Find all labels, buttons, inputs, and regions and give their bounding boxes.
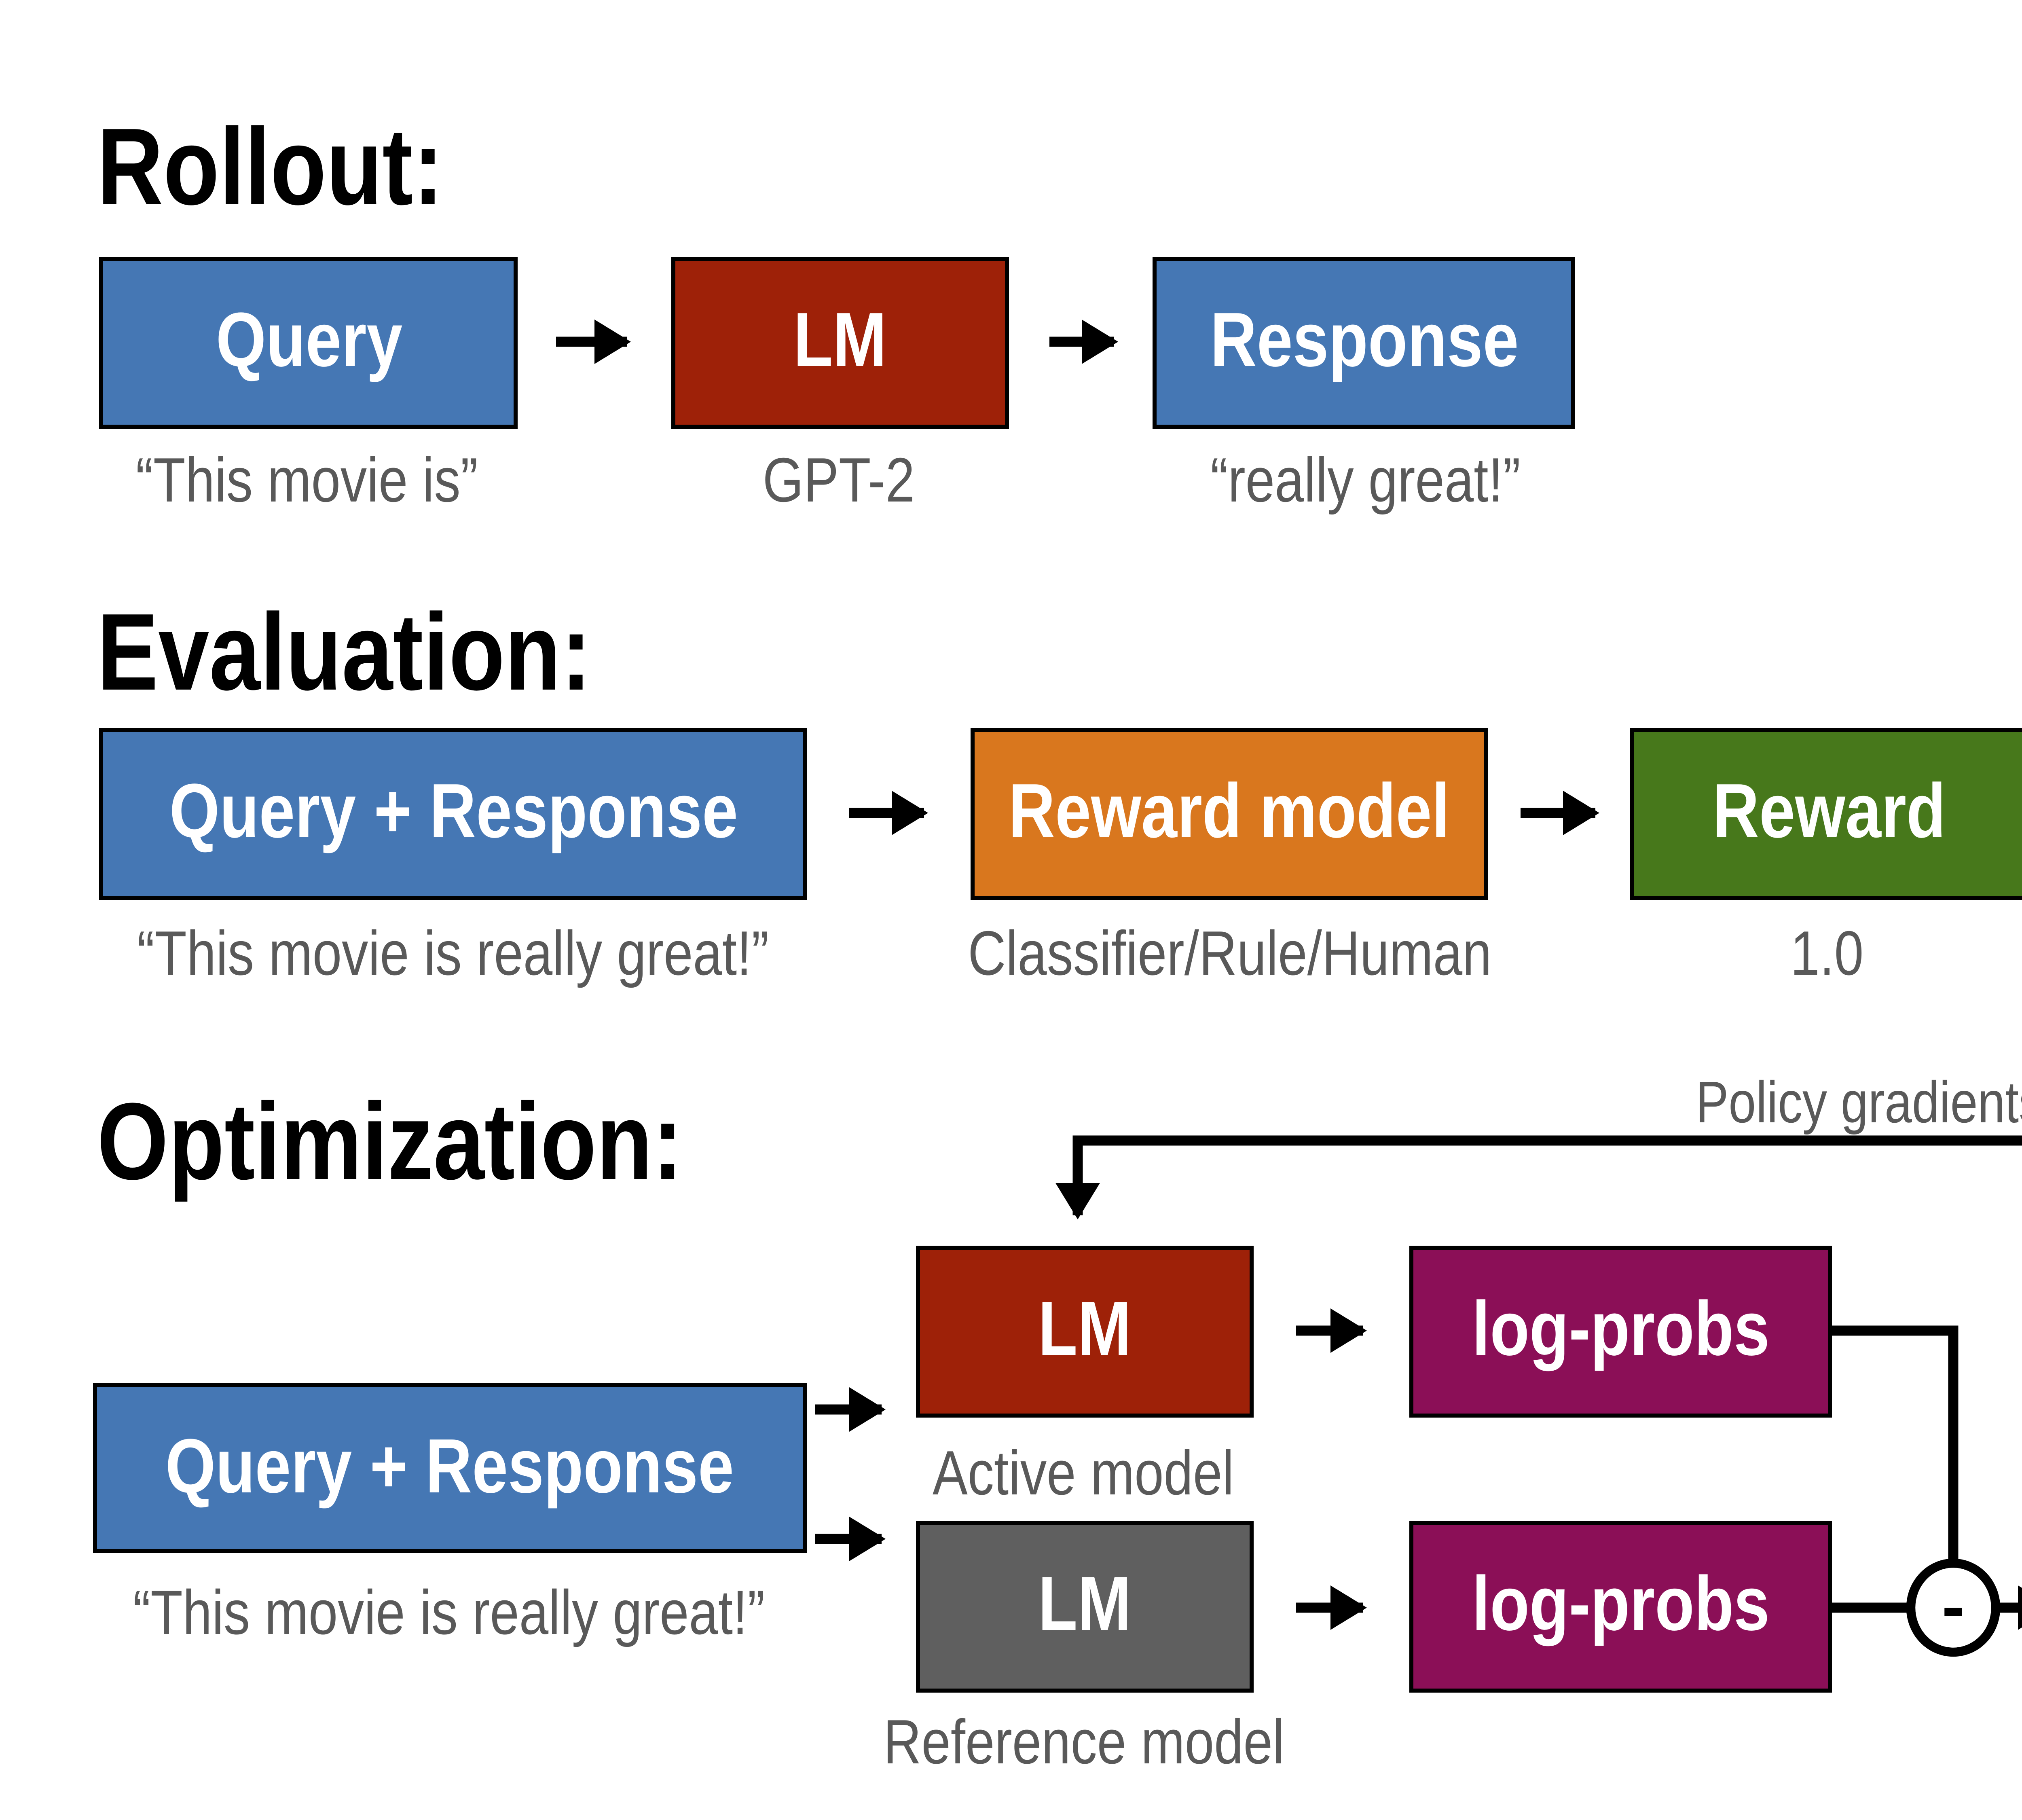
box-lm-active: LM [916, 1246, 1254, 1418]
feedback-label-text: Policy gradients optimize model [1696, 1072, 2022, 1136]
feedback-label: Policy gradients optimize model [1696, 1072, 2022, 1139]
box-logprobs-reference: log-probs [1409, 1521, 1832, 1693]
line-active-logprobs-to-minus [1832, 1325, 1959, 1561]
caption-query: “This movie is” [4, 445, 611, 516]
caption-reward-model: Classifier/Rule/Human [886, 918, 1573, 989]
section-title-rollout-text: Rollout: [97, 107, 444, 229]
caption-response-text: “really great!” [1210, 445, 1520, 516]
section-title-rollout: Rollout: [97, 113, 510, 222]
box-reward-eval-label: Reward [1712, 770, 1946, 855]
box-logprobs-reference-label: log-probs [1472, 1563, 1770, 1648]
box-query-response-opt-label: Query + Response [165, 1424, 734, 1510]
caption-query-response-opt: “This movie is really great!” [105, 1577, 793, 1648]
caption-lm-reference: Reference model [740, 1707, 1428, 1778]
section-title-evaluation: Evaluation: [97, 599, 685, 708]
arrow-feedback-ppo-to-active-lm [1055, 1135, 2022, 1219]
box-reward-model-label: Reward model [1009, 770, 1450, 855]
caption-lm-active-text: Active model [933, 1438, 1235, 1509]
minus-icon: - [1911, 1565, 1996, 1650]
box-logprobs-active-label: log-probs [1472, 1288, 1770, 1373]
box-lm-gpt2-label: LM [793, 299, 887, 384]
caption-lm-active: Active model [740, 1438, 1428, 1509]
box-reward-eval: Reward [1630, 728, 2022, 900]
box-query-response-eval: Query + Response [99, 728, 807, 900]
minus-icon-glyph: - [1942, 1569, 1965, 1646]
caption-reward-eval-text: 1.0 [1791, 918, 1865, 989]
caption-lm-gpt2: GPT-2 [536, 445, 1142, 516]
box-lm-reference: LM [916, 1521, 1254, 1693]
box-response-label: Response [1210, 299, 1518, 384]
caption-lm-reference-text: Reference model [883, 1707, 1284, 1778]
box-logprobs-active: log-probs [1409, 1246, 1832, 1418]
caption-response: “really great!” [1062, 445, 1668, 516]
section-title-optimization: Optimization: [97, 1088, 795, 1197]
box-lm-active-label: LM [1038, 1288, 1132, 1373]
caption-reward-model-text: Classifier/Rule/Human [967, 918, 1491, 989]
caption-lm-gpt2-text: GPT-2 [763, 445, 916, 516]
box-query-label: Query [215, 299, 402, 384]
caption-query-text: “This movie is” [136, 445, 479, 516]
box-lm-reference-label: LM [1038, 1563, 1132, 1648]
box-query: Query [99, 257, 518, 429]
box-query-response-opt: Query + Response [93, 1383, 807, 1553]
minus-junction-circle [1906, 1558, 2001, 1657]
caption-query-response-opt-text: “This movie is really great!” [133, 1577, 765, 1648]
caption-reward-eval: 1.0 [1484, 918, 2022, 989]
caption-query-response-eval-text: “This movie is really great!” [137, 918, 769, 989]
section-title-evaluation-text: Evaluation: [97, 593, 592, 714]
box-reward-model: Reward model [971, 728, 1488, 900]
section-title-optimization-text: Optimization: [97, 1082, 683, 1203]
box-query-response-eval-label: Query + Response [169, 770, 737, 855]
box-lm-gpt2: LM [671, 257, 1009, 429]
box-response: Response [1153, 257, 1575, 429]
caption-query-response-eval: “This movie is really great!” [109, 918, 797, 989]
